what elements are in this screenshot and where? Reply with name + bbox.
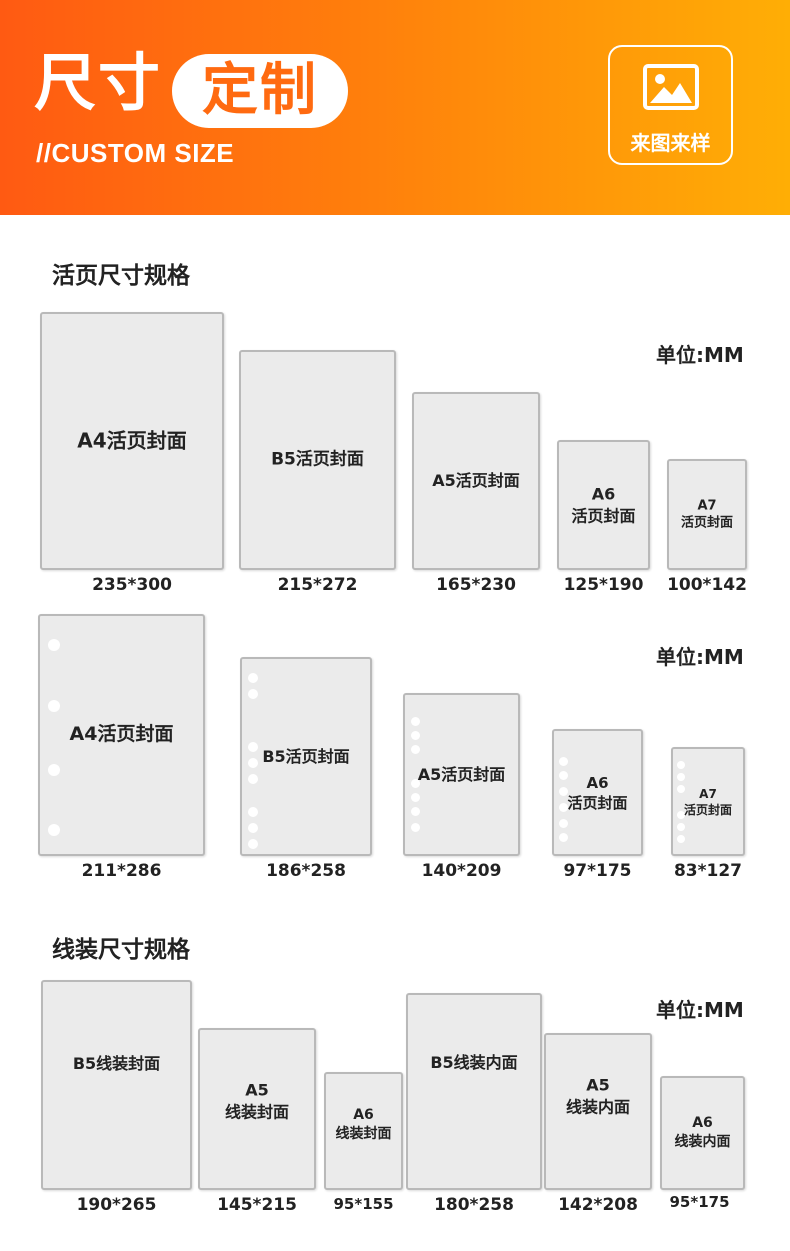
binder-hole xyxy=(559,757,568,766)
binder-hole xyxy=(677,761,685,769)
binder-hole xyxy=(677,835,685,843)
section-title-loose-leaf: 活页尺寸规格 xyxy=(52,263,190,289)
binder-hole xyxy=(248,673,258,683)
sheet-label: A5活页封面 xyxy=(432,471,520,491)
binder-hole xyxy=(411,807,420,816)
binder-hole xyxy=(559,787,568,796)
binder-hole xyxy=(248,839,258,849)
unit-label: 单位:MM xyxy=(656,343,744,367)
sheet-size: 83*127 xyxy=(673,861,743,881)
page-subtitle: //CUSTOM SIZE xyxy=(36,138,235,168)
sheet-size: 100*142 xyxy=(667,575,747,595)
page-title: 尺寸 xyxy=(34,46,163,119)
sheet-card: A5活页封面 xyxy=(403,693,520,856)
sheet-card: B5线装封面 xyxy=(41,980,192,1190)
binder-hole xyxy=(48,764,60,776)
sheet-size: 215*272 xyxy=(277,575,358,595)
unit-label: 单位:MM xyxy=(656,645,744,669)
binder-hole xyxy=(559,771,568,780)
binder-hole xyxy=(248,823,258,833)
sheet-size: 125*190 xyxy=(563,575,644,595)
sheet-size: 180*258 xyxy=(434,1195,514,1215)
badge-label: 来图来样 xyxy=(630,131,711,155)
sheet-size: 142*208 xyxy=(558,1195,638,1215)
sheet-label: A5活页封面 xyxy=(417,764,506,784)
sheet-size: 235*300 xyxy=(92,575,172,595)
binder-hole xyxy=(248,758,258,768)
title-highlight: 定制 xyxy=(202,58,318,123)
unit-label: 单位:MM xyxy=(656,998,744,1022)
title-highlight-pill: 定制 xyxy=(172,54,348,128)
sheet-size: 140*209 xyxy=(421,861,502,881)
sheet-label: A4活页封面 xyxy=(69,723,174,746)
sheet-card: A5活页封面 xyxy=(412,392,540,570)
sheet-size: 190*265 xyxy=(76,1195,157,1215)
sheet-label: B5线装封面 xyxy=(72,1054,161,1074)
binder-hole xyxy=(677,773,685,781)
binder-hole xyxy=(248,742,258,752)
sheet-size: 165*230 xyxy=(436,575,516,595)
sheet-card: A4活页封面 xyxy=(38,614,205,856)
binder-hole xyxy=(411,717,420,726)
binder-hole xyxy=(677,811,685,819)
sheet-label: B5线装内面 xyxy=(430,1052,518,1072)
sheet-size: 95*155 xyxy=(333,1195,394,1213)
section-title-thread-bound: 线装尺寸规格 xyxy=(52,937,190,963)
binder-hole xyxy=(248,689,258,699)
binder-hole xyxy=(559,833,568,842)
binder-hole xyxy=(411,745,420,754)
binder-hole xyxy=(248,807,258,817)
sheet-label: B5活页封面 xyxy=(271,449,364,470)
binder-hole xyxy=(48,639,60,651)
sheet-size: 211*286 xyxy=(81,861,162,881)
sheet-card: B5线装内面 xyxy=(406,993,542,1190)
binder-hole xyxy=(48,824,60,836)
sheet-size: 145*215 xyxy=(217,1195,297,1215)
sheet-size: 97*175 xyxy=(563,861,632,881)
header-banner: 尺寸 定制 //CUSTOM SIZE 来图来样 xyxy=(0,0,790,215)
binder-hole xyxy=(411,779,420,788)
binder-hole xyxy=(411,793,420,802)
sheet-label: B5活页封面 xyxy=(262,746,350,766)
binder-hole xyxy=(248,774,258,784)
binder-hole xyxy=(677,823,685,831)
sheet-size: 186*258 xyxy=(266,861,346,881)
binder-hole xyxy=(411,823,420,832)
binder-hole xyxy=(559,819,568,828)
sheet-card: B5活页封面 xyxy=(240,657,372,856)
sheet-card: B5活页封面 xyxy=(239,350,396,570)
sheet-card: A4活页封面 xyxy=(40,312,224,570)
image-icon xyxy=(643,64,699,110)
custom-sample-badge: 来图来样 xyxy=(608,45,733,165)
binder-hole xyxy=(677,785,685,793)
sheet-size: 95*175 xyxy=(669,1193,730,1211)
binder-hole xyxy=(559,803,568,812)
binder-hole xyxy=(48,700,60,712)
binder-hole xyxy=(411,731,420,740)
sheet-label: A4活页封面 xyxy=(77,428,187,453)
